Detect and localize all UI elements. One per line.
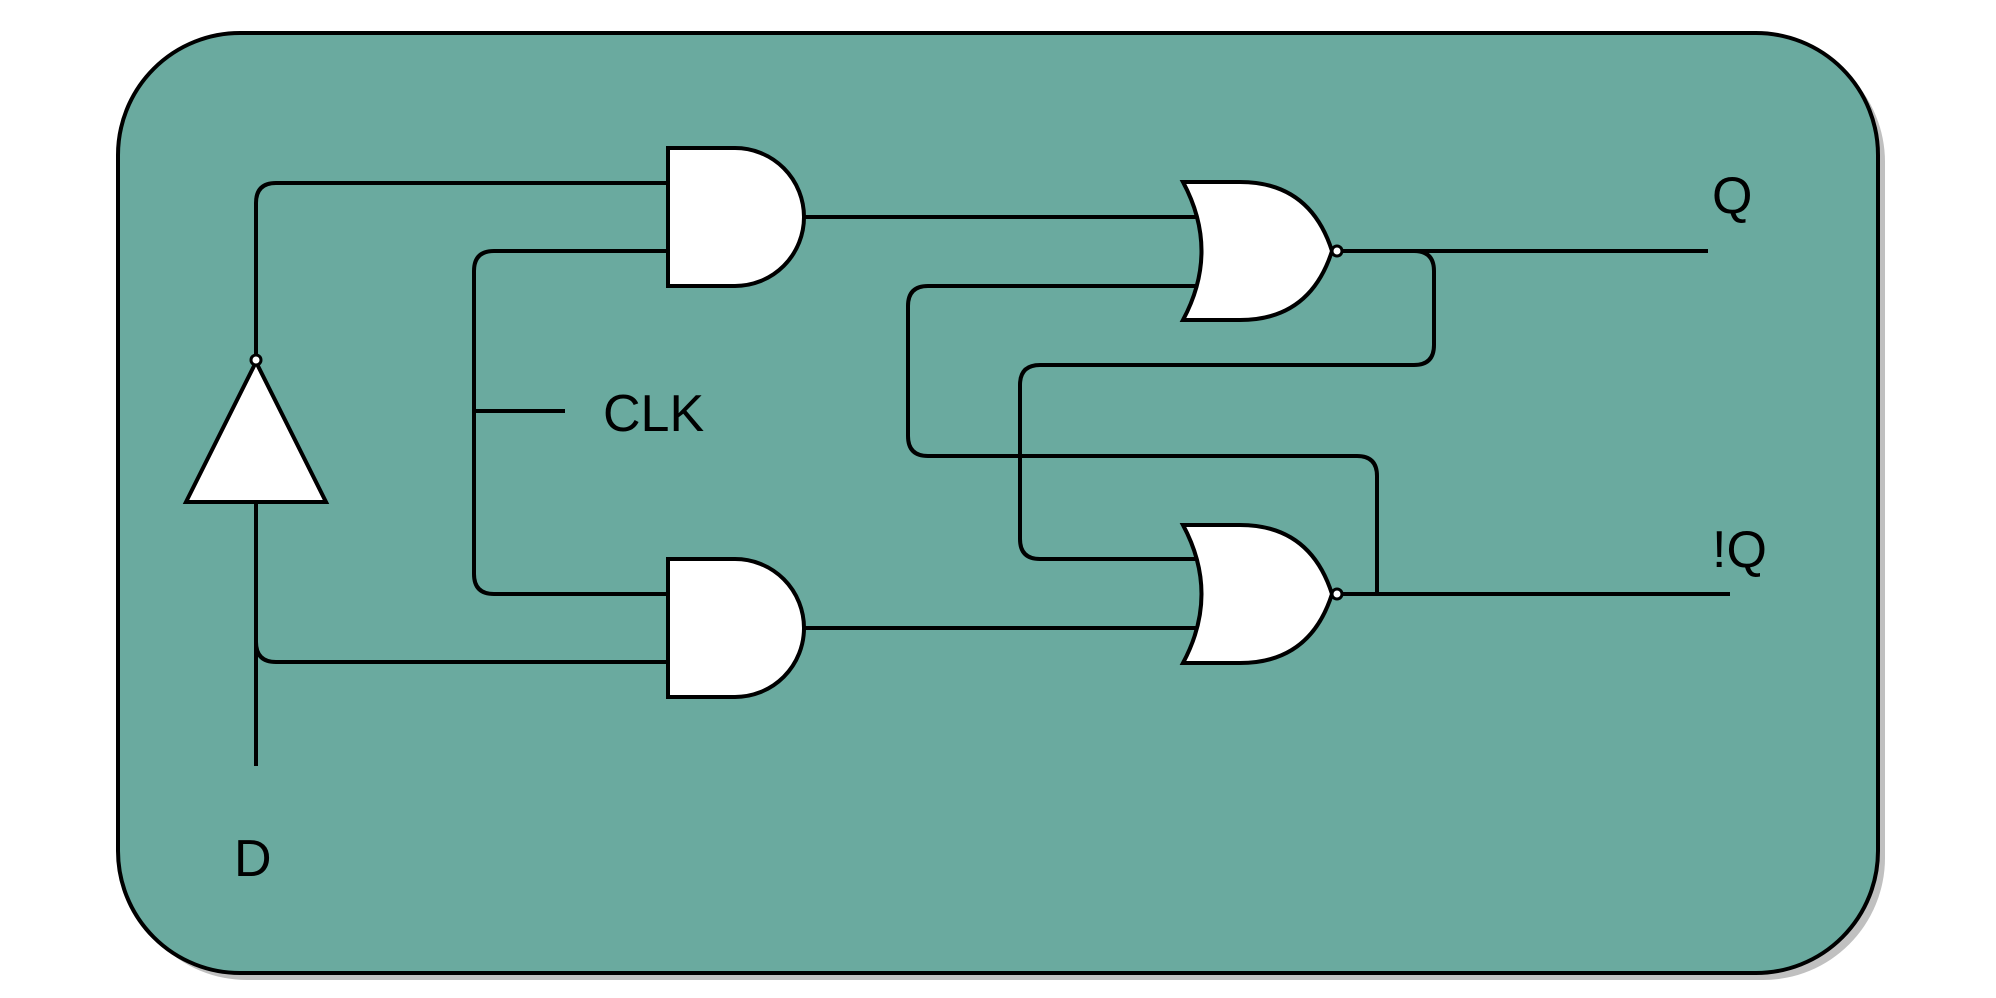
- label-q: Q: [1712, 167, 1752, 225]
- and-gate-lower: [666, 557, 806, 699]
- wires: [254, 181, 1730, 766]
- wire-clk-bus: [472, 249, 668, 596]
- nor-gate-lower-bubble: [1330, 587, 1344, 601]
- wire-d-to-lower-and: [254, 641, 668, 664]
- and-gate-upper: [666, 146, 806, 288]
- label-q-not: !Q: [1712, 521, 1767, 579]
- wire-qnot-feedback: [906, 284, 1379, 594]
- circuit-panel: [116, 31, 1880, 975]
- gates: [182, 146, 1344, 699]
- wire-q-feedback: [1018, 249, 1436, 561]
- nor-gate-lower: [1179, 523, 1335, 665]
- label-d: D: [234, 830, 272, 888]
- nor-gate-upper-bubble: [1330, 244, 1344, 258]
- not-gate: [182, 357, 330, 504]
- nor-gate-upper: [1179, 180, 1335, 322]
- wire-inverter-to-upper-and: [254, 181, 668, 362]
- not-gate-bubble: [249, 353, 263, 367]
- label-clk: CLK: [603, 385, 704, 443]
